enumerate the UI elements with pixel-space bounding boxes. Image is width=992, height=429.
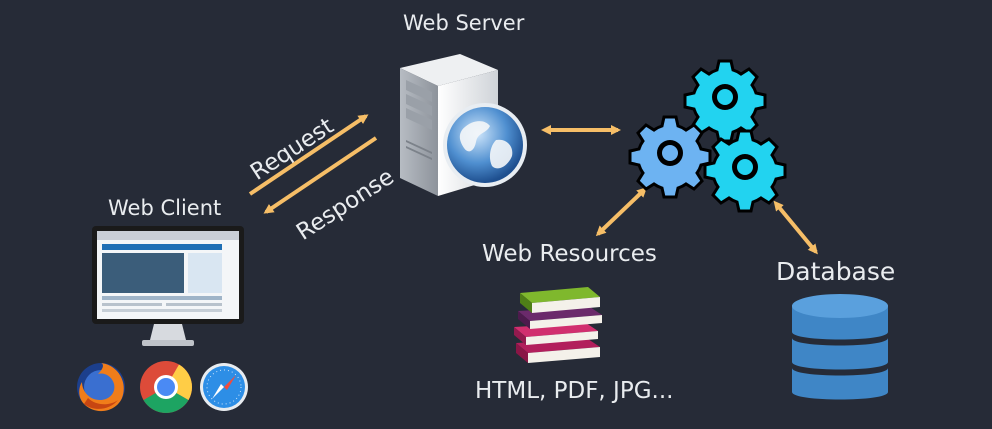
chrome-icon	[140, 361, 192, 413]
database-label: Database	[776, 257, 896, 286]
web-resources-label: Web Resources	[482, 241, 657, 267]
globe-icon	[443, 103, 527, 187]
resource-types-label: HTML, PDF, JPG...	[475, 378, 674, 404]
gears-icon	[628, 59, 787, 213]
database-icon	[792, 294, 888, 400]
web-client-label: Web Client	[108, 196, 222, 220]
firefox-icon	[77, 363, 125, 412]
monitor-icon	[92, 226, 244, 346]
books-icon	[514, 287, 602, 363]
safari-icon	[200, 363, 248, 411]
web-server-label: Web Server	[403, 11, 525, 35]
